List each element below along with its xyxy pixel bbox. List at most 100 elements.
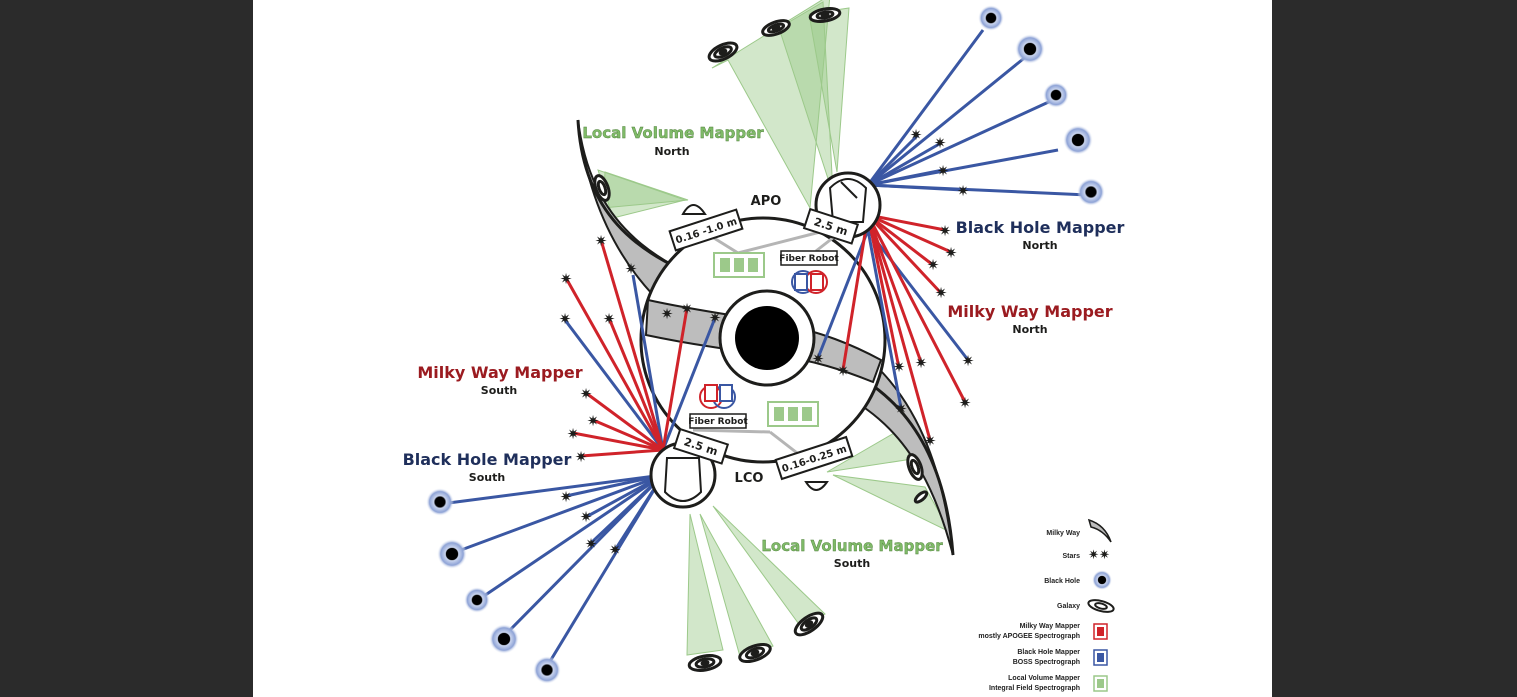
- bhm-north-subtitle: North: [1022, 239, 1057, 252]
- black-hole-icon: [1015, 34, 1045, 64]
- galaxy-legend-icon: [1087, 599, 1115, 613]
- galaxies: [593, 7, 929, 672]
- star-icon: ✷: [893, 358, 906, 376]
- star-icon: ✷: [575, 448, 588, 466]
- earth-core: [735, 306, 799, 370]
- galaxy-icon: [593, 174, 611, 202]
- star-icon: ✷: [927, 256, 940, 274]
- fiber-robot-north-label: Fiber Robot: [779, 254, 839, 264]
- star-icon: ✷: [957, 182, 970, 200]
- legend-milky-way: Milky Way: [1046, 530, 1080, 537]
- lvm-south-subtitle: South: [834, 557, 870, 570]
- page: ✷ ✷ ✷ ✷ ✷ ✷ ✷ ✷ ✷ ✷ ✷ ✷ ✷ ✷ ✷ ✷ ✷ ✷ ✷ ✷ …: [253, 0, 1272, 697]
- sdss-v-diagram: ✷ ✷ ✷ ✷ ✷ ✷ ✷ ✷ ✷ ✷ ✷ ✷ ✷ ✷ ✷ ✷ ✷ ✷ ✷ ✷ …: [403, 0, 1125, 692]
- lvm-spectrograph-legend-icon: [1093, 675, 1108, 692]
- black-hole-icon: [978, 5, 1004, 31]
- bhm-south-subtitle: South: [469, 471, 505, 484]
- black-hole-icon: [533, 656, 561, 684]
- stars-legend-icon: ✷✷: [1088, 547, 1110, 562]
- apo-lvm-spectrograph: [713, 252, 765, 278]
- star-icon: ✷: [603, 310, 616, 328]
- mwm-south-subtitle: South: [481, 384, 517, 397]
- galaxy-icon: [707, 41, 739, 63]
- lvm-north-title: Local Volume Mapper: [582, 124, 764, 142]
- black-hole-icon: [1043, 82, 1069, 108]
- star-icon: ✷: [560, 270, 573, 288]
- galaxy-icon: [906, 453, 924, 481]
- legend-black-hole: Black Hole: [1044, 578, 1080, 585]
- star-icon: ✷: [935, 284, 948, 302]
- legend-bhm-line1: Black Hole Mapper: [1017, 649, 1080, 656]
- star-icon: ✷: [567, 425, 580, 443]
- star-icon: ✷: [580, 385, 593, 403]
- star-icon: ✷: [924, 432, 937, 450]
- black-hole-icon: [1077, 178, 1105, 206]
- bhm-south-title: Black Hole Mapper: [403, 450, 572, 469]
- galaxy-icon: [808, 7, 842, 23]
- star-icon: ✷: [939, 222, 952, 240]
- lco-lvm-spectrograph: [767, 401, 819, 427]
- legend-lvm-line2: Integral Field Spectrograph: [989, 685, 1080, 692]
- apo-fiber-robot: Fiber Robot: [779, 250, 839, 294]
- star-icon: ✷: [709, 309, 722, 327]
- fiber-robot-south-label: Fiber Robot: [688, 417, 748, 427]
- lvm-north-cone-2: [778, 1, 834, 195]
- star-icon: ✷: [625, 260, 638, 278]
- star-icon: ✷: [934, 134, 947, 152]
- mwm-south-title: Milky Way Mapper: [417, 363, 582, 382]
- lvm-light-cones: [597, 0, 952, 661]
- star-icon: ✷: [910, 126, 923, 144]
- mwm-lines: [564, 213, 967, 458]
- star-icon: ✷: [945, 244, 958, 262]
- lvm-south-cone-1: [686, 513, 724, 656]
- bhm-north-title: Black Hole Mapper: [956, 218, 1125, 237]
- black-hole-icon: [1063, 125, 1093, 155]
- galaxy-icon: [793, 611, 825, 637]
- apo-label: APO: [751, 194, 782, 209]
- star-icon: ✷: [962, 352, 975, 370]
- lvm-south-cone-5: [832, 474, 952, 534]
- star-icon: ✷: [559, 310, 572, 328]
- bhm-lines: [432, 29, 1089, 669]
- star-icon: ✷: [609, 541, 622, 559]
- black-hole-icon: [464, 587, 490, 613]
- legend-mwm-line1: Milky Way Mapper: [1020, 623, 1081, 630]
- black-hole-icon: [426, 488, 454, 516]
- star-icon: ✷: [661, 305, 674, 323]
- galaxy-icon: [913, 490, 929, 504]
- legend-stars: Stars: [1062, 553, 1080, 560]
- survey-labels: Local Volume Mapper North Black Hole Map…: [403, 124, 1125, 570]
- star-icon: ✷: [959, 394, 972, 412]
- black-holes: [426, 5, 1105, 684]
- legend: Milky Way Stars ✷✷ Black Hole Galaxy Mil…: [978, 518, 1115, 692]
- star-icon: ✷: [595, 232, 608, 250]
- star-icon: ✷: [895, 400, 908, 418]
- bhm-spectrograph-legend-icon: [1093, 649, 1108, 666]
- apo-telescope: 2.5 m: [802, 171, 882, 245]
- star-icon: ✷: [560, 488, 573, 506]
- star-icon: ✷: [915, 354, 928, 372]
- legend-lvm-line1: Local Volume Mapper: [1008, 675, 1080, 682]
- star-icon: ✷: [587, 412, 600, 430]
- lvm-north-cone-1: [711, 0, 831, 210]
- stars: ✷ ✷ ✷ ✷ ✷ ✷ ✷ ✷ ✷ ✷ ✷ ✷ ✷ ✷ ✷ ✷ ✷ ✷ ✷ ✷ …: [559, 126, 975, 559]
- lvm-north-subtitle: North: [654, 145, 689, 158]
- mwm-north-title: Milky Way Mapper: [947, 302, 1112, 321]
- legend-mwm-line2: mostly APOGEE Spectrograph: [978, 633, 1080, 640]
- galaxy-icon: [761, 19, 791, 37]
- star-icon: ✷: [837, 362, 850, 380]
- galaxy-icon: [738, 642, 772, 664]
- star-icon: ✷: [937, 162, 950, 180]
- black-hole-legend-icon: [1092, 570, 1112, 590]
- galaxy-icon: [687, 654, 723, 672]
- lvm-south-title: Local Volume Mapper: [761, 537, 943, 555]
- lco-telescope: 2.5 m: [649, 427, 730, 509]
- star-icon: ✷: [812, 350, 825, 368]
- lco-fiber-robot: Fiber Robot: [688, 384, 748, 429]
- star-icon: ✷: [580, 508, 593, 526]
- mwm-spectrograph-legend-icon: [1093, 623, 1108, 640]
- black-hole-icon: [489, 624, 519, 654]
- legend-bhm-line2: BOSS Spectrograph: [1013, 659, 1080, 666]
- star-icon: ✷: [585, 535, 598, 553]
- legend-galaxy: Galaxy: [1057, 603, 1080, 610]
